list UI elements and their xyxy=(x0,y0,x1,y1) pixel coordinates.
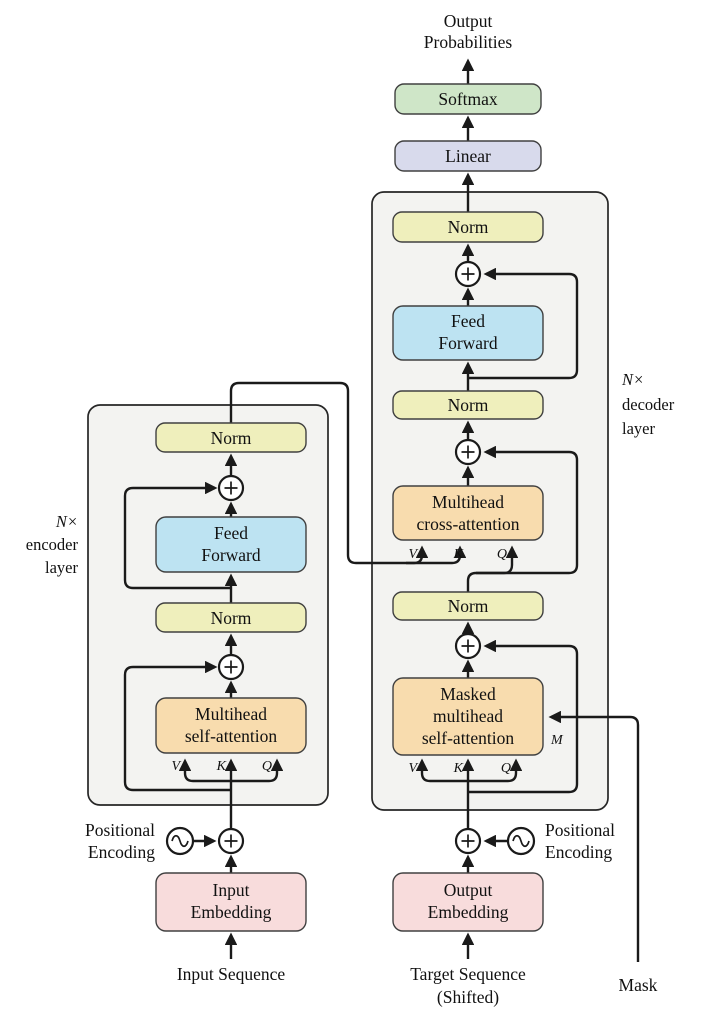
positional-encoding-left-line1: Positional xyxy=(85,820,155,840)
text-labels: Output Probabilities N× encoder layer N×… xyxy=(26,11,675,1007)
encoder-norm-top-box xyxy=(155,422,307,453)
masked-attention-label-2: multihead xyxy=(433,706,503,726)
encoder-norm-low-label: Norm xyxy=(211,608,252,628)
self-attention-label-1: Multihead xyxy=(195,704,267,724)
decoder-ff-label-1: Feed xyxy=(451,311,485,331)
encoder-ff-label-2: Forward xyxy=(201,545,261,565)
encoder-add-ff xyxy=(217,474,245,502)
softmax-label: Softmax xyxy=(438,89,498,109)
encoder-output-to-cross-attention-k xyxy=(229,381,467,565)
self-attention-box xyxy=(155,697,307,754)
masked-attention-q-branch xyxy=(468,758,523,783)
masked-v-label: V xyxy=(408,761,418,776)
self-attention-label-2: self-attention xyxy=(185,726,278,746)
encoder-norm-top-label: Norm xyxy=(211,428,252,448)
encoder-feed-forward-box xyxy=(155,516,307,573)
output-embedding-label-2: Embedding xyxy=(428,902,509,922)
decoder-add-positional xyxy=(454,827,482,855)
encoder-stack-label-encoder: encoder xyxy=(26,535,79,554)
target-sequence-label-line2: (Shifted) xyxy=(437,987,499,1007)
output-embedding-box xyxy=(392,872,544,932)
encoder-v-label: V xyxy=(171,759,181,774)
encoder-stack-label-layer: layer xyxy=(45,558,78,577)
cross-v-label: V xyxy=(408,547,418,562)
encoder-q-branch xyxy=(231,758,284,783)
decoder-stack-label-layer: layer xyxy=(622,419,655,438)
sine-wave-icon xyxy=(506,826,536,856)
input-embedding-label-2: Embedding xyxy=(191,902,272,922)
input-sequence-label: Input Sequence xyxy=(177,964,286,984)
encoder-add-positional xyxy=(217,827,245,855)
masked-attention-box xyxy=(392,677,544,756)
layer-boxes: Softmax Linear Norm Feed Forward Norm Mu… xyxy=(155,83,544,932)
softmax-box xyxy=(394,83,542,115)
decoder-add-masked-attention xyxy=(454,632,482,660)
target-sequence-label-line1: Target Sequence xyxy=(410,964,526,984)
output-embedding-label-1: Output xyxy=(444,880,493,900)
mask-m-label: M xyxy=(550,733,564,748)
input-embedding-label-1: Input xyxy=(213,880,250,900)
flow-lines xyxy=(123,58,640,962)
masked-attention-v-branch xyxy=(415,758,468,783)
decoder-norm-top-box xyxy=(392,211,544,243)
linear-box xyxy=(394,140,542,172)
decoder-add-cross-attention xyxy=(454,438,482,466)
sine-wave-icon xyxy=(165,826,195,856)
positional-encoding-right-line1: Positional xyxy=(545,820,615,840)
linear-label: Linear xyxy=(445,146,491,166)
mask-label: Mask xyxy=(619,975,658,995)
decoder-stack-label-n: N× xyxy=(621,370,644,389)
positional-encoding-left-line2: Encoding xyxy=(88,842,155,862)
masked-q-label: Q xyxy=(501,761,511,776)
encoder-v-branch xyxy=(178,758,231,783)
masked-k-label: K xyxy=(453,761,464,776)
decoder-norm-mid-box xyxy=(392,390,544,420)
decoder-stack-label-decoder: decoder xyxy=(622,395,675,414)
decoder-ff-label-2: Forward xyxy=(438,333,498,353)
cross-k-label: K xyxy=(453,547,464,562)
encoder-k-label: K xyxy=(216,759,227,774)
add-nodes xyxy=(217,260,482,855)
decoder-residual-cross-attention xyxy=(476,445,579,575)
positional-encoding-nodes xyxy=(165,826,536,856)
positional-encoding-right-line2: Encoding xyxy=(545,842,612,862)
encoder-add-attention xyxy=(217,653,245,681)
cross-attention-label-2: cross-attention xyxy=(416,514,519,534)
encoder-q-label: Q xyxy=(262,759,272,774)
encoder-output-to-cross-attention-v xyxy=(405,548,422,565)
decoder-norm-top-label: Norm xyxy=(448,217,489,237)
masked-attention-label-1: Masked xyxy=(440,684,496,704)
cross-attention-box xyxy=(392,485,544,541)
decoder-feed-forward-box xyxy=(392,305,544,361)
encoder-norm-low-box xyxy=(155,602,307,633)
mask-input-line xyxy=(548,710,640,962)
decoder-residual-ff xyxy=(468,267,579,380)
output-probabilities-line2: Probabilities xyxy=(424,32,513,52)
encoder-ff-label-1: Feed xyxy=(214,523,248,543)
output-probabilities-line1: Output xyxy=(444,11,493,31)
cross-q-label: Q xyxy=(497,547,507,562)
decoder-norm-low-label: Norm xyxy=(448,596,489,616)
decoder-norm-mid-label: Norm xyxy=(448,395,489,415)
encoder-residual-attention xyxy=(123,660,231,792)
decoder-residual-masked-attention xyxy=(468,639,579,794)
encoder-stack-label-n: N× xyxy=(55,512,78,531)
decoder-add-ff xyxy=(454,260,482,288)
masked-attention-label-3: self-attention xyxy=(422,728,515,748)
cross-attention-label-1: Multihead xyxy=(432,492,504,512)
decoder-norm-low-box xyxy=(392,591,544,621)
encoder-residual-ff xyxy=(123,481,231,590)
input-embedding-box xyxy=(155,872,307,932)
